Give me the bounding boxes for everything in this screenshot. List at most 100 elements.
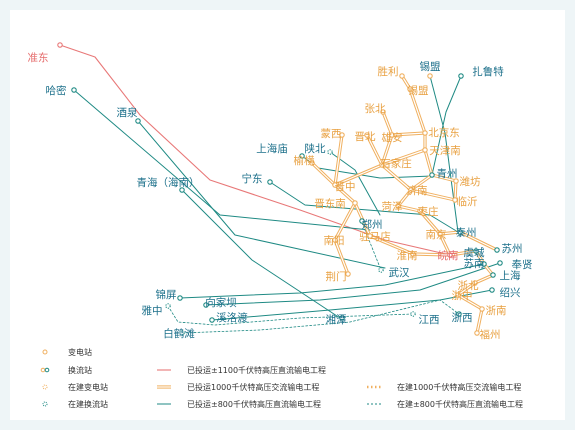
station-marker-wannan[interactable] — [447, 252, 453, 258]
station-marker-xiangtan[interactable] — [339, 315, 345, 321]
station-nanjing[interactable] — [437, 231, 443, 237]
station-marker-linyi[interactable] — [452, 197, 458, 203]
station-marker-jinan[interactable] — [408, 187, 414, 193]
station-marker-jinzhong[interactable] — [332, 182, 338, 188]
station-suzhou[interactable] — [494, 247, 500, 253]
station-jinbei[interactable] — [364, 132, 370, 138]
station-marker-fengxian[interactable] — [497, 260, 503, 266]
station-marker-tianjinnan[interactable] — [422, 147, 428, 153]
station-zhangbei[interactable] — [380, 109, 386, 115]
station-marker-zhenan[interactable] — [479, 306, 485, 312]
station-xiluodu[interactable] — [209, 317, 215, 323]
station-marker-suzhou[interactable] — [494, 247, 500, 253]
station-jindongnan[interactable] — [352, 200, 358, 206]
station-zhumadian[interactable] — [367, 233, 373, 239]
station-marker-heze[interactable] — [395, 203, 401, 209]
station-marker-zhebei[interactable] — [472, 280, 478, 286]
station-marker-qinghai[interactable] — [179, 187, 185, 193]
station-jingmen[interactable] — [345, 271, 351, 277]
station-marker-yucheng[interactable] — [473, 248, 479, 254]
station-marker-zhangbei[interactable] — [380, 109, 386, 115]
station-ximeng[interactable] — [427, 73, 433, 79]
station-jinan[interactable] — [408, 187, 414, 193]
station-shanghaimiao[interactable] — [299, 153, 305, 159]
station-tianjinnan[interactable] — [422, 147, 428, 153]
station-marker-jingmen[interactable] — [345, 271, 351, 277]
station-marker-mengxi[interactable] — [339, 132, 345, 138]
station-qinghai[interactable] — [179, 187, 185, 193]
station-shijiazhuang[interactable] — [379, 162, 385, 168]
station-shanghai[interactable] — [490, 272, 496, 278]
station-jiuquan[interactable] — [135, 118, 141, 124]
station-marker-shaoxing[interactable] — [489, 287, 495, 293]
station-marker-qingzhou[interactable] — [429, 172, 435, 178]
station-marker-zhexi[interactable] — [456, 311, 462, 317]
station-ningdong[interactable] — [267, 179, 273, 185]
station-yazhong[interactable] — [165, 303, 171, 309]
station-zhengzhou[interactable] — [359, 218, 365, 224]
station-marker-wuhan[interactable] — [378, 267, 384, 273]
station-zhezhong[interactable] — [455, 292, 461, 298]
station-zhebei[interactable] — [472, 280, 478, 286]
station-marker-zhezhong[interactable] — [455, 292, 461, 298]
station-marker-xiongan[interactable] — [389, 132, 395, 138]
station-marker-zhengzhou[interactable] — [359, 218, 365, 224]
station-nanyang[interactable] — [332, 237, 338, 243]
station-wuhan[interactable] — [378, 267, 384, 273]
station-huainan[interactable] — [410, 251, 416, 257]
station-marker-yazhong[interactable] — [165, 303, 171, 309]
station-marker-ximeng[interactable] — [427, 73, 433, 79]
station-marker-ximeng2[interactable] — [407, 86, 413, 92]
station-jinping[interactable] — [177, 295, 183, 301]
station-qingzhou[interactable] — [429, 172, 435, 178]
station-marker-zhalute[interactable] — [458, 73, 464, 79]
station-shaoxing[interactable] — [489, 287, 495, 293]
station-marker-zhumadian[interactable] — [367, 233, 373, 239]
station-jinzhong[interactable] — [332, 182, 338, 188]
station-fengxian[interactable] — [497, 260, 503, 266]
station-hami[interactable] — [71, 87, 77, 93]
station-marker-taizhou[interactable] — [457, 229, 463, 235]
station-marker-ningdong[interactable] — [267, 179, 273, 185]
station-linyi[interactable] — [452, 197, 458, 203]
station-zhundong[interactable] — [57, 42, 63, 48]
station-marker-hami[interactable] — [71, 87, 77, 93]
station-marker-sunan[interactable] — [481, 261, 487, 267]
station-zaozhuang[interactable] — [417, 208, 423, 214]
station-marker-jinbei[interactable] — [364, 132, 370, 138]
station-yucheng[interactable] — [473, 248, 479, 254]
station-fuzhou[interactable] — [474, 330, 480, 336]
station-marker-jiuquan[interactable] — [135, 118, 141, 124]
station-zhenan[interactable] — [479, 306, 485, 312]
station-taizhou[interactable] — [457, 229, 463, 235]
station-marker-shengli[interactable] — [399, 73, 405, 79]
station-marker-nanjing[interactable] — [437, 231, 443, 237]
station-marker-nanyang[interactable] — [332, 237, 338, 243]
station-marker-xiluodu[interactable] — [209, 317, 215, 323]
station-marker-yuheng[interactable] — [309, 160, 315, 166]
station-shengli[interactable] — [399, 73, 405, 79]
station-xiangjiaba[interactable] — [203, 302, 209, 308]
station-xiangtan[interactable] — [339, 315, 345, 321]
station-marker-jinping[interactable] — [177, 295, 183, 301]
station-marker-huainan[interactable] — [410, 251, 416, 257]
station-xiongan[interactable] — [389, 132, 395, 138]
station-yuheng[interactable] — [309, 160, 315, 166]
station-baihetan[interactable] — [179, 330, 185, 336]
station-marker-jiangxi[interactable] — [410, 311, 416, 317]
station-zhalute[interactable] — [458, 73, 464, 79]
station-marker-shanbei[interactable] — [327, 149, 333, 155]
station-beijingdong[interactable] — [422, 130, 428, 136]
station-weifang[interactable] — [453, 178, 459, 184]
station-marker-zaozhuang[interactable] — [417, 208, 423, 214]
station-zhexi[interactable] — [456, 311, 462, 317]
station-marker-baihetan[interactable] — [179, 330, 185, 336]
station-marker-shanghaimiao[interactable] — [299, 153, 305, 159]
station-marker-xiangjiaba[interactable] — [203, 302, 209, 308]
station-shanbei[interactable] — [327, 149, 333, 155]
station-marker-zhundong[interactable] — [57, 42, 63, 48]
station-marker-weifang[interactable] — [453, 178, 459, 184]
station-mengxi[interactable] — [339, 132, 345, 138]
station-wannan[interactable] — [447, 252, 453, 258]
station-jiangxi[interactable] — [410, 311, 416, 317]
